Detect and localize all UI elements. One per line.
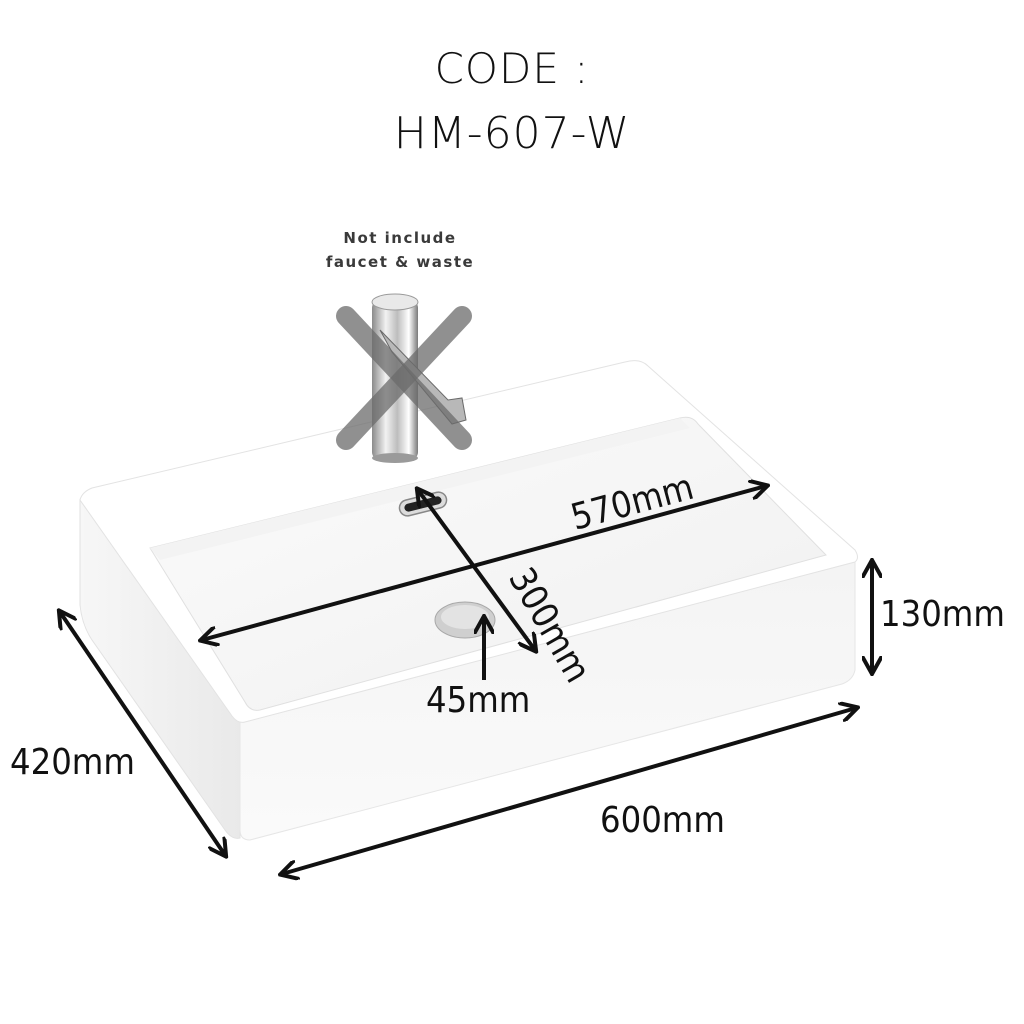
dim-line-420 <box>60 612 225 855</box>
dim-label-drain: 45mm <box>426 680 530 721</box>
code-label: CODE : <box>434 44 590 93</box>
exclusion-note: Not include faucet & waste <box>300 226 500 274</box>
faucet-crossed-out-icon <box>336 293 472 463</box>
dim-label-height: 130mm <box>880 594 1005 635</box>
dim-label-depth: 420mm <box>10 742 135 783</box>
note-line-1: Not include <box>343 229 457 247</box>
note-line-2: faucet & waste <box>325 253 475 271</box>
basin <box>79 360 858 841</box>
dim-label-length: 600mm <box>600 800 725 841</box>
product-code: HM-607-W <box>393 108 631 159</box>
dim-line-300 <box>418 490 535 650</box>
dim-line-600 <box>282 708 856 874</box>
